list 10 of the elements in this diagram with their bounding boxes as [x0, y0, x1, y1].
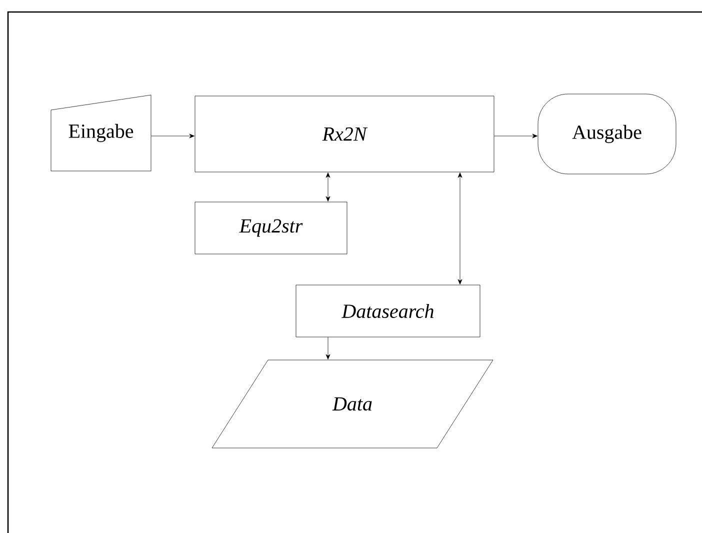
arrow [494, 134, 538, 138]
data-parallelogram: Data [212, 360, 494, 448]
arrow [326, 172, 330, 202]
process-box: Equ2str [194, 202, 348, 254]
process-box: Rx2N [194, 96, 494, 172]
arrow [458, 172, 462, 284]
process-box: Datasearch [296, 284, 480, 338]
arrow [151, 134, 194, 138]
arrow [326, 337, 330, 360]
input-trapezoid: Eingabe [50, 94, 152, 172]
